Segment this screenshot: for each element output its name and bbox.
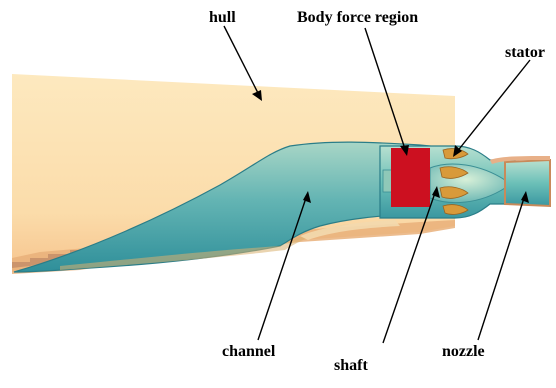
body-force-region-block <box>391 148 430 207</box>
label-stator: stator <box>505 45 545 61</box>
leader-stator <box>456 60 530 153</box>
label-channel: channel <box>222 344 275 360</box>
label-body-force-region: Body force region <box>297 10 418 26</box>
leader-nozzle <box>478 195 525 340</box>
label-nozzle: nozzle <box>442 344 485 360</box>
label-shaft: shaft <box>334 358 368 374</box>
label-hull: hull <box>209 10 236 26</box>
